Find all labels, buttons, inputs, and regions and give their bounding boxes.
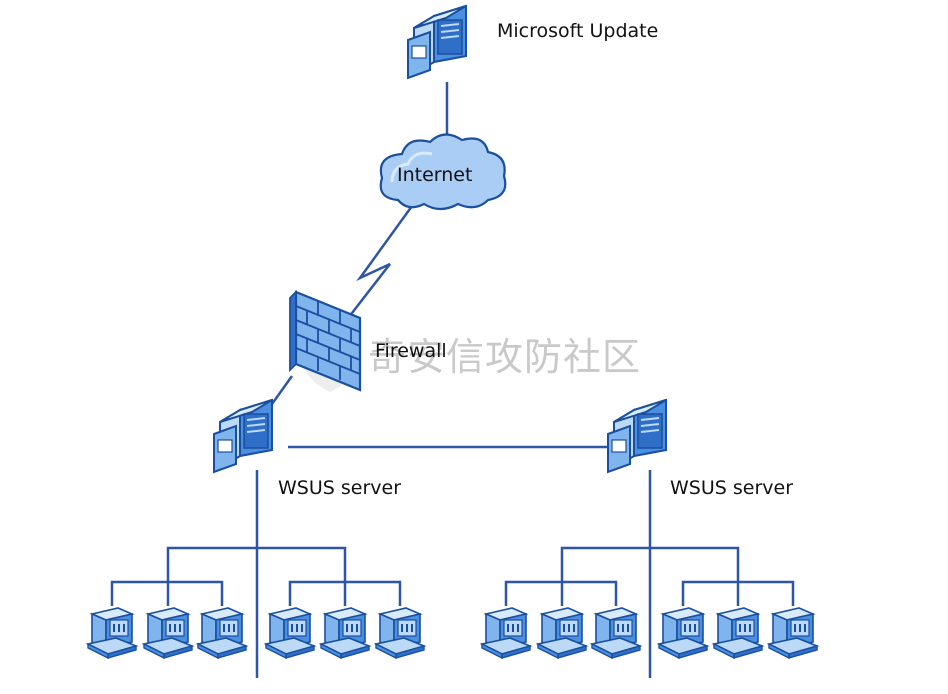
link-firewall-wsus-left bbox=[270, 375, 294, 405]
client-computer-icon[interactable] bbox=[375, 607, 425, 659]
client-computer-icon[interactable] bbox=[768, 607, 818, 659]
client-computer-icon[interactable] bbox=[591, 607, 641, 659]
wsus-server-right-label: WSUS server bbox=[670, 477, 793, 499]
client-tree-left bbox=[110, 546, 402, 606]
client-computer-icon[interactable] bbox=[320, 607, 370, 659]
wsus-server-left-label: WSUS server bbox=[278, 477, 401, 499]
client-computer-icon[interactable] bbox=[481, 607, 531, 659]
client-computer-icon[interactable] bbox=[87, 607, 137, 659]
wsus-server-left-icon[interactable] bbox=[213, 399, 273, 473]
client-computer-icon[interactable] bbox=[265, 607, 315, 659]
microsoft-update-label: Microsoft Update bbox=[497, 20, 659, 42]
client-tree-right bbox=[504, 546, 795, 606]
link-internet-firewall-lightning bbox=[344, 205, 414, 323]
watermark-text: 奇安信攻防社区 bbox=[368, 335, 642, 379]
firewall-icon[interactable] bbox=[289, 289, 362, 392]
client-computer-icon[interactable] bbox=[658, 607, 708, 659]
internet-cloud-icon[interactable] bbox=[379, 133, 507, 211]
client-computer-icon[interactable] bbox=[537, 607, 587, 659]
wsus-server-right-icon[interactable] bbox=[607, 399, 667, 473]
firewall-label: Firewall bbox=[375, 340, 447, 362]
client-computer-icon[interactable] bbox=[713, 607, 763, 659]
client-computer-icon[interactable] bbox=[197, 607, 247, 659]
internet-label: Internet bbox=[397, 164, 473, 186]
microsoft-update-server-icon[interactable] bbox=[407, 5, 467, 79]
client-computer-icon[interactable] bbox=[143, 607, 193, 659]
